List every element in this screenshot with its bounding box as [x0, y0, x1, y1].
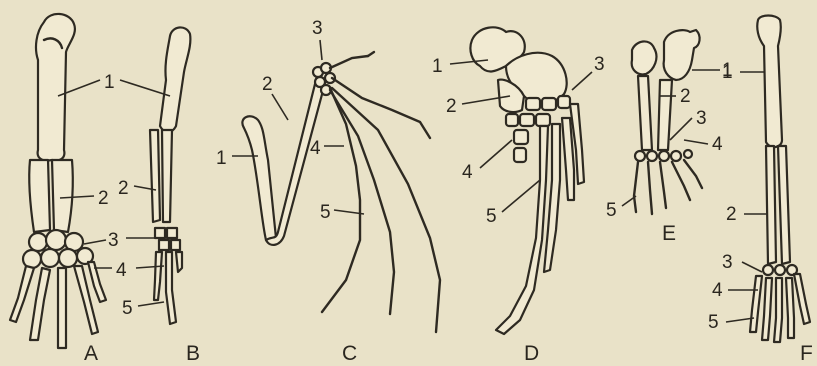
panel-d-label-3: 3: [594, 54, 605, 75]
panel-letter-c: C: [342, 342, 357, 365]
panel-d-label-4: 4: [462, 162, 473, 183]
panel-a-label-2: 2: [98, 188, 109, 209]
panel-b-radius: [150, 130, 160, 222]
panel-letter-a: A: [84, 342, 98, 365]
panel-c-digits: [322, 52, 440, 332]
panel-e-label-2: 2: [680, 86, 691, 107]
panel-a-label-5: 5: [122, 298, 133, 319]
panel-a-carpals: [23, 230, 93, 268]
panel-c-label-4: 4: [310, 138, 321, 159]
panel-d-digits: [496, 104, 584, 334]
panel-c-label-2: 2: [262, 74, 273, 95]
panel-b-limb: [150, 27, 190, 324]
panel-a-radius: [29, 160, 50, 232]
panel-a-label-1: 1: [104, 72, 115, 93]
panel-c-label-3: 3: [312, 18, 323, 39]
panel-a-label-4: 4: [116, 260, 127, 281]
panel-e-label-4: 4: [712, 134, 723, 155]
panel-f-digits: [750, 274, 810, 342]
panel-e-humerus-head: [664, 30, 700, 80]
panel-f-ulna: [778, 146, 790, 264]
panel-e-label-5: 5: [606, 200, 617, 221]
panel-f-label-2: 2: [726, 204, 737, 225]
panel-f-label-5: 5: [708, 312, 719, 333]
panel-f-humerus: [757, 16, 782, 148]
panel-a-ulna: [52, 160, 73, 232]
panel-d-label-5: 5: [486, 206, 497, 227]
panel-letter-b: B: [186, 342, 200, 365]
panel-f-limb: [750, 16, 810, 343]
panel-c-label-1: 1: [216, 148, 227, 169]
panel-e-digits: [634, 160, 702, 214]
panel-e-radius: [638, 76, 652, 150]
panel-b-humerus: [160, 27, 190, 132]
panel-letter-f: F: [800, 342, 813, 365]
panel-a-humerus: [36, 14, 75, 161]
panel-e-scapula: [632, 41, 657, 74]
panel-f-carpals: [763, 265, 797, 275]
panel-d-label-1: 1: [432, 56, 443, 77]
panel-d-label-2: 2: [446, 96, 457, 117]
panel-b-label-2: 2: [118, 178, 129, 199]
panel-letter-e: E: [662, 222, 676, 245]
panel-a-limb: [10, 14, 106, 348]
panel-letter-d: D: [524, 342, 539, 365]
panel-f-radius: [766, 146, 776, 264]
panel-b-ulna: [162, 130, 172, 222]
panel-e-label-3: 3: [696, 108, 707, 129]
panel-c-label-5: 5: [320, 202, 331, 223]
panel-e-limb: [632, 30, 702, 214]
panel-b-carpals: [155, 228, 180, 250]
panel-c-humerus: [242, 116, 276, 243]
panel-f-label-4: 4: [712, 280, 723, 301]
panel-a-digits: [10, 262, 106, 348]
panel-f-label-1: 1: [722, 62, 733, 83]
panel-d-limb: [470, 27, 584, 334]
panel-b-digits: [154, 252, 182, 324]
panel-f-label-3: 3: [722, 252, 733, 273]
panel-letters: A B C D E F: [84, 222, 813, 365]
panel-a-label-3: 3: [108, 230, 119, 251]
